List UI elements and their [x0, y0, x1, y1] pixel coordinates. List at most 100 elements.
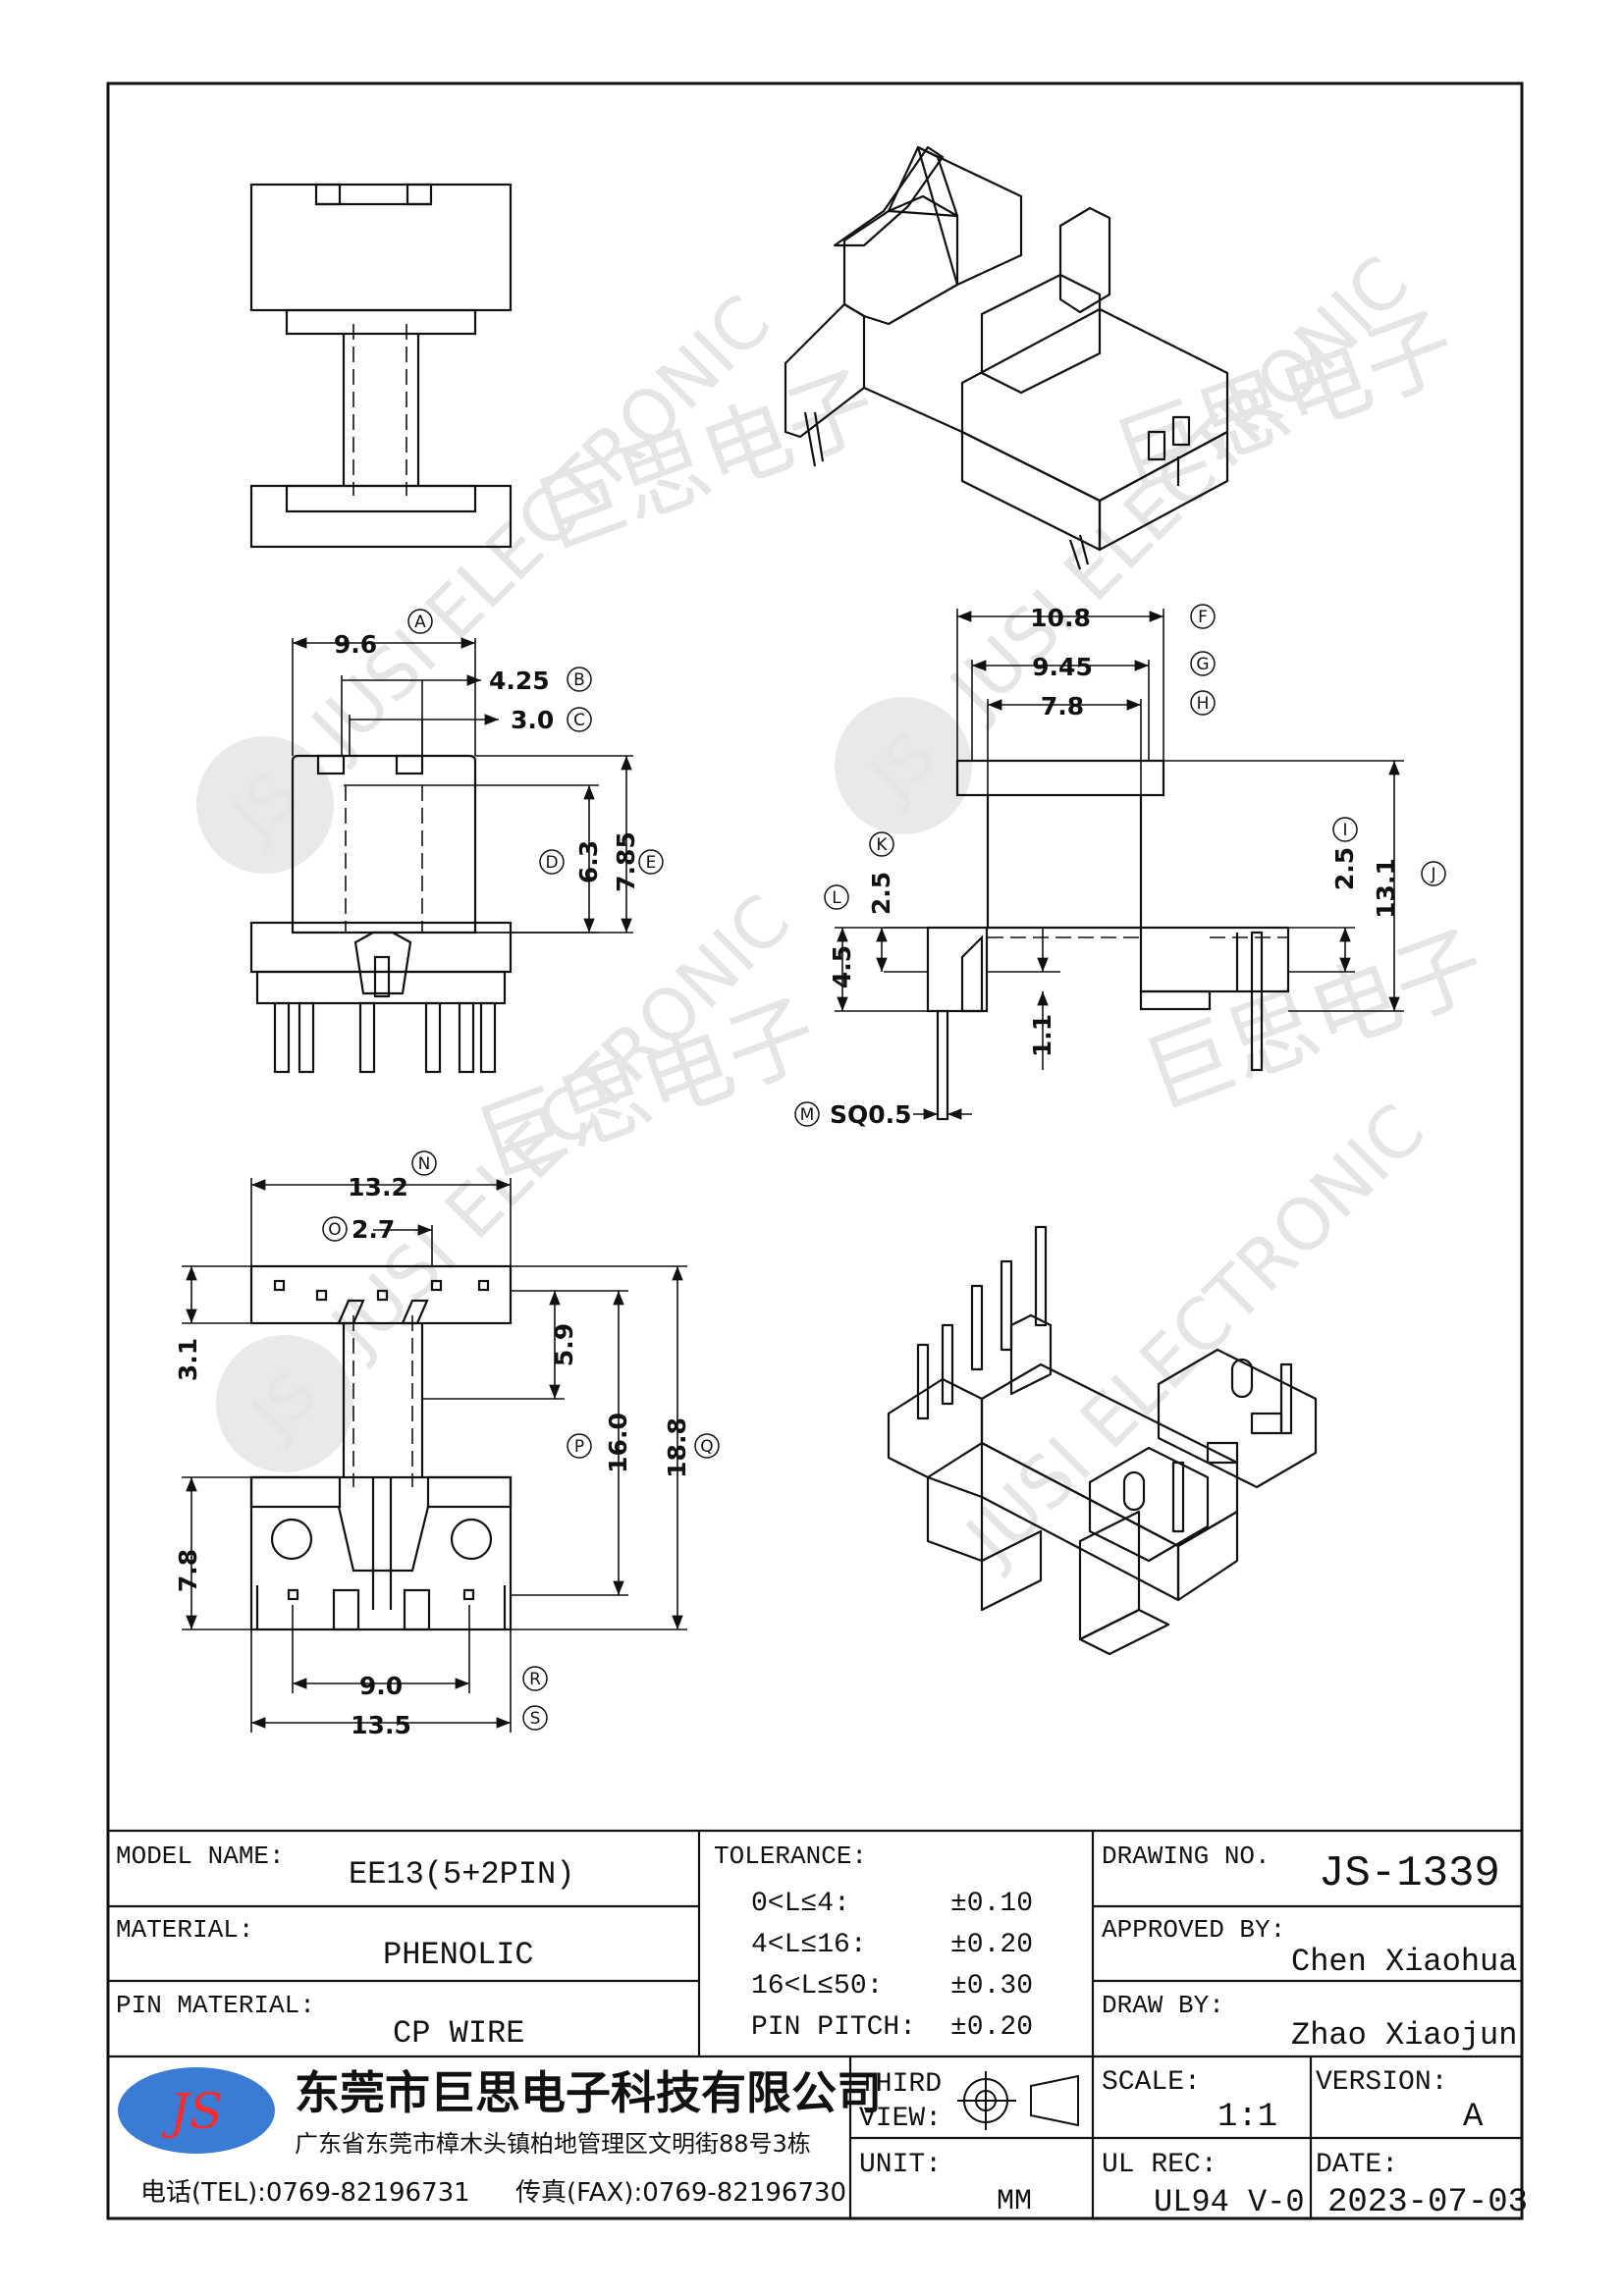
dim-value-m: SQ0.5: [830, 1100, 912, 1129]
side-view-dimensions: 10.8 F 9.45 G 7.8 H 13.1 J 2.5 I 2.5 K 4…: [794, 604, 1446, 1129]
third-angle-projection-icon: [957, 2071, 1079, 2130]
dim-marker-l: [824, 884, 849, 910]
dim-value-gap: 1.1: [1028, 1014, 1056, 1057]
date-label: DATE:: [1316, 2150, 1398, 2180]
isometric-view-top: [784, 145, 1229, 570]
dim-marker-n: [411, 1150, 437, 1176]
dim-value-d: 6.3: [574, 840, 603, 883]
dim-value-s: 13.5: [351, 1711, 411, 1739]
dim-letter-b: B: [573, 670, 585, 690]
draw-by-value: Zhao Xiaojun: [1291, 2017, 1517, 2054]
dim-value-c: 3.0: [511, 706, 554, 734]
watermark-badge: [196, 736, 334, 874]
dim-value-a: 9.6: [334, 630, 377, 659]
dim-value-j: 13.1: [1372, 858, 1400, 919]
watermark-text: JUSI ELECTRONIC: [947, 1089, 1439, 1580]
tolerance-range-4: PIN PITCH:: [751, 2012, 916, 2043]
dim-letter-h: H: [1197, 694, 1210, 714]
ul-rec-label: UL REC:: [1102, 2150, 1217, 2180]
tolerance-range-3: 16<L≤50:: [751, 1971, 883, 2002]
model-name-value: EE13(5+2PIN): [349, 1856, 574, 1893]
dim-marker-a: [407, 609, 433, 634]
company-address: 广东省东莞市樟木头镇柏地管理区文明街88号3栋: [295, 2130, 811, 2158]
dim-marker-p: [567, 1433, 592, 1459]
watermark-badge: [216, 1335, 353, 1472]
dim-value-3-1: 3.1: [174, 1338, 202, 1381]
version-label: VERSION:: [1316, 2067, 1447, 2098]
company-name: 东莞市巨思电子科技有限公司: [295, 2066, 882, 2119]
scale-label: SCALE:: [1102, 2067, 1201, 2098]
third-view-label: THIRD: [859, 2069, 942, 2100]
dim-value-f: 10.8: [1030, 604, 1091, 632]
dim-letter-e: E: [646, 853, 657, 873]
side-view: [926, 759, 1290, 1121]
material-label: MATERIAL:: [116, 1915, 253, 1945]
tolerance-value-2: ±0.20: [950, 1930, 1033, 1960]
dim-value-p: 16.0: [604, 1413, 632, 1473]
dim-value-b: 4.25: [489, 667, 550, 695]
tolerance-range-2: 4<L≤16:: [751, 1930, 867, 1960]
version-value: A: [1463, 2099, 1484, 2136]
dim-letter-f: F: [1198, 608, 1208, 627]
date-value: 2023-07-03: [1327, 2184, 1528, 2221]
drawing-border: [106, 81, 1524, 2220]
dim-value-5-9: 5.9: [550, 1323, 578, 1366]
dim-marker-m: [794, 1101, 820, 1127]
dim-marker-b: [567, 667, 592, 692]
tolerance-range-1: 0<L≤4:: [751, 1889, 850, 1919]
dim-letter-d: D: [545, 853, 558, 873]
dim-letter-j: J: [1430, 865, 1435, 884]
ul-rec-value: UL94 V-0: [1154, 2184, 1305, 2220]
dim-value-g: 9.45: [1032, 653, 1093, 681]
drawing-no-label: DRAWING NO.: [1102, 1842, 1271, 1871]
dim-value-k: 2.5: [867, 872, 895, 915]
dim-marker-e: [638, 849, 664, 875]
dim-marker-k: [869, 831, 894, 857]
dim-letter-r: R: [529, 1670, 541, 1689]
bottom-view: [249, 1264, 513, 1631]
watermark-cn: 巨思电子: [1131, 912, 1498, 1130]
company-logo-text: JS: [161, 2083, 223, 2140]
dim-letter-m: M: [800, 1105, 815, 1125]
dim-marker-h: [1190, 690, 1216, 716]
dim-marker-o: [322, 1216, 348, 1242]
company-fax: 传真(FAX):0769-82196730: [515, 2178, 846, 2208]
dim-letter-l: L: [832, 888, 841, 908]
dim-marker-c: [567, 707, 592, 732]
dim-value-n: 13.2: [348, 1173, 408, 1201]
tolerance-value-1: ±0.10: [950, 1889, 1033, 1919]
tolerance-label: TOLERANCE:: [714, 1842, 867, 1871]
approved-by-label: APPROVED BY:: [1102, 1915, 1285, 1945]
dim-value-e: 7.85: [612, 831, 640, 892]
dim-letter-g: G: [1196, 655, 1209, 674]
dim-marker-g: [1190, 651, 1216, 676]
watermark-badge: [835, 697, 972, 834]
front-view: [249, 754, 513, 1074]
dim-marker-s: [522, 1705, 548, 1731]
dim-letter-p: P: [574, 1437, 584, 1457]
dim-marker-j: [1421, 861, 1446, 886]
dim-marker-d: [539, 849, 565, 875]
tolerance-value-4: ±0.20: [950, 2012, 1033, 2043]
dim-letter-c: C: [573, 711, 585, 730]
company-tel: 电话(TEL):0769-82196731: [140, 2178, 470, 2208]
unit-value: MM: [997, 2185, 1032, 2218]
front-view-dimensions: 9.6 A 4.25 B 3.0 C 6.3 D 7.85 E: [292, 609, 664, 934]
top-view: [249, 183, 513, 549]
dim-value-7-8: 7.8: [174, 1549, 202, 1592]
dim-marker-q: [694, 1433, 720, 1459]
dim-value-i: 2.5: [1330, 847, 1359, 890]
dim-value-l: 4.5: [828, 945, 856, 988]
tolerance-value-3: ±0.30: [950, 1971, 1033, 2002]
bottom-view-dimensions: 13.2 N O 2.7 3.1 7.8 5.9 16.0 P 18.8 Q 9…: [174, 1150, 720, 1739]
company-logo: [118, 2067, 275, 2154]
model-name-label: MODEL NAME:: [116, 1842, 285, 1871]
drawing-no-value: JS-1339: [1319, 1849, 1500, 1898]
dim-letter-o: O: [328, 1220, 341, 1240]
title-block-text: MODEL NAME: EE13(5+2PIN) MATERIAL: PHENO…: [116, 1842, 1528, 2221]
pin-material-label: PIN MATERIAL:: [116, 1991, 315, 2020]
watermark-text: JUSI ELECTRONIC: [294, 280, 785, 772]
dim-value-q: 18.8: [663, 1417, 691, 1478]
material-value: PHENOLIC: [383, 1937, 534, 1973]
